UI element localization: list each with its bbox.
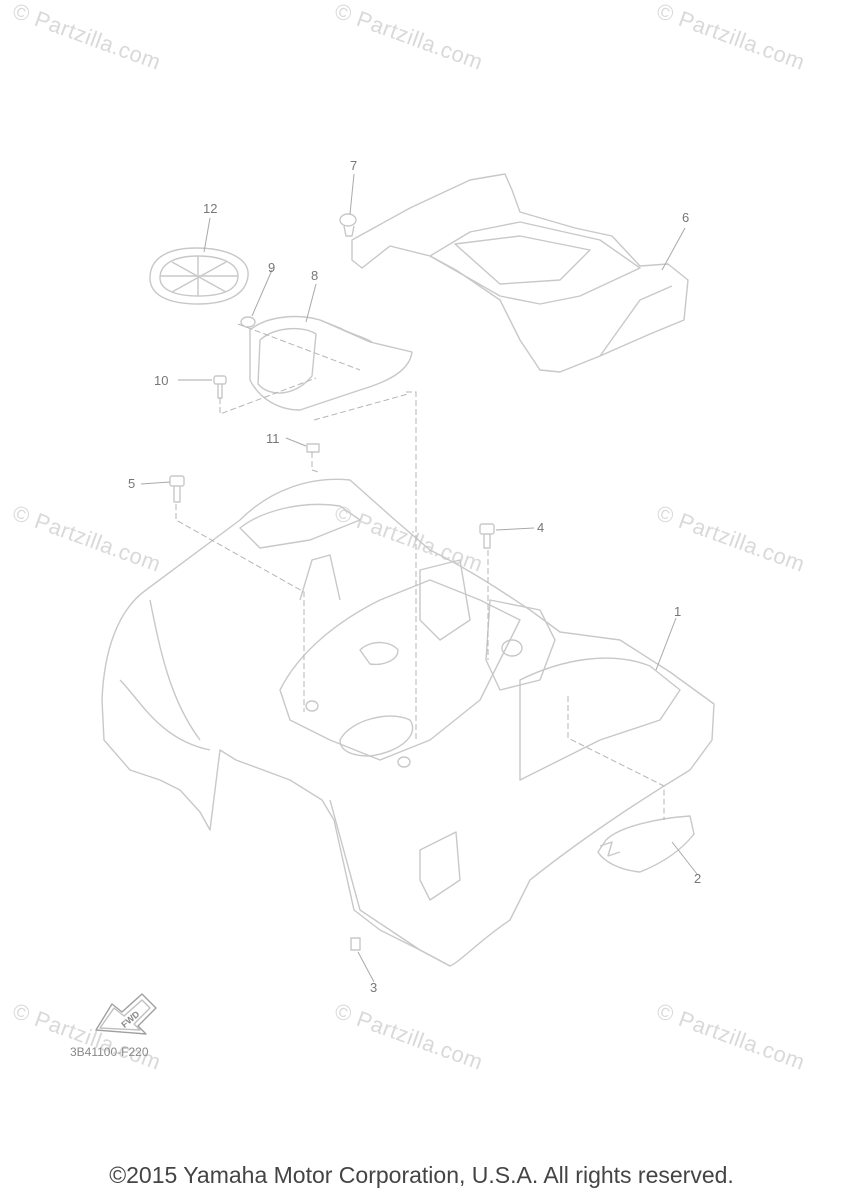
- leader-lines: [140, 173, 698, 983]
- callout-6: 6: [682, 210, 690, 225]
- part-8-tray: [249, 315, 413, 411]
- part-12-grille-cover: [149, 247, 249, 305]
- part-6-carrier-panel: [351, 173, 689, 373]
- part-2-decal: [597, 815, 695, 873]
- fwd-arrow-icon: [95, 993, 157, 1035]
- callout-7: 7: [350, 158, 358, 173]
- part-3-clip: [350, 937, 361, 951]
- part-1-rear-fender: [101, 478, 715, 967]
- callout-5: 5: [128, 476, 136, 491]
- part-4-bolt: [479, 523, 495, 549]
- callout-11: 11: [266, 431, 280, 446]
- callout-12: 12: [203, 201, 218, 216]
- part-11-nut: [306, 443, 320, 453]
- part-5-bolt: [169, 475, 185, 503]
- callout-2: 2: [694, 871, 702, 886]
- part-10-bolt: [213, 375, 227, 399]
- callout-1: 1: [674, 604, 682, 619]
- copyright-notice: ©2015 Yamaha Motor Corporation, U.S.A. A…: [109, 1162, 734, 1188]
- callout-8: 8: [311, 268, 319, 283]
- part-9-grommet: [240, 316, 256, 328]
- callout-10: 10: [154, 373, 169, 388]
- diagram-code: 3B41100-F220: [70, 1045, 149, 1059]
- callout-9: 9: [268, 260, 276, 275]
- callout-4: 4: [537, 520, 545, 535]
- part-7-clip: [339, 213, 357, 237]
- callout-3: 3: [370, 980, 378, 995]
- assembly-lines: [175, 323, 665, 820]
